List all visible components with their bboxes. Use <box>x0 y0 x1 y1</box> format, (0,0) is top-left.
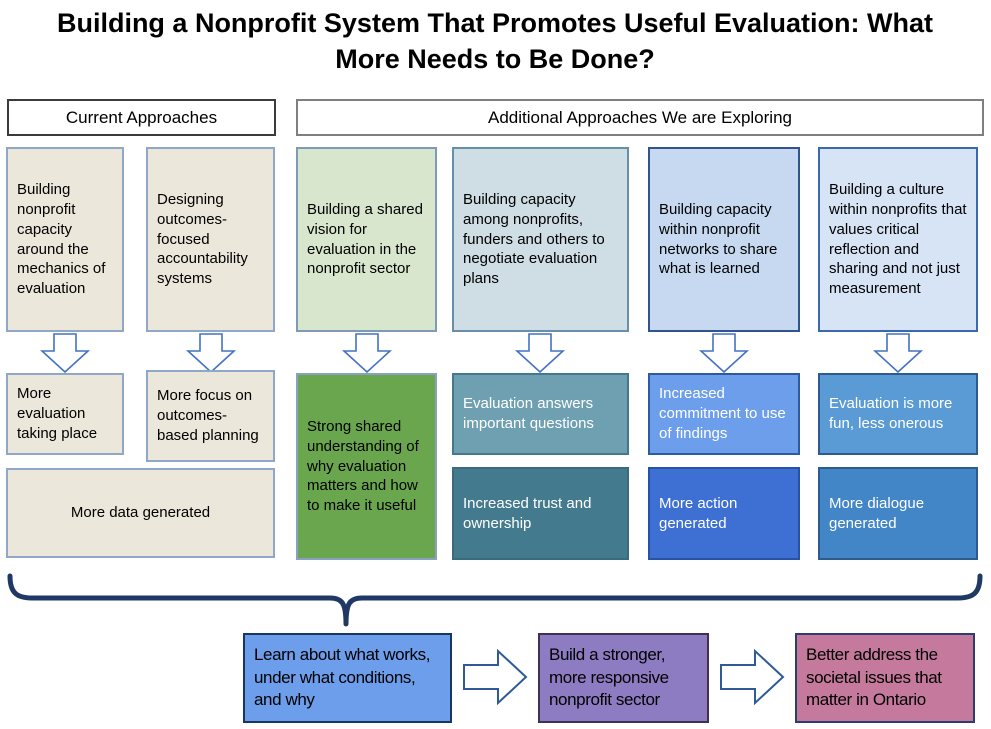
outcome-box-1: More evaluation taking place <box>6 373 124 455</box>
down-arrow-icon <box>341 333 393 373</box>
shared-outcome-text: More data generated <box>70 504 211 522</box>
outcome-box-4b: Increased trust and ownership <box>452 467 629 560</box>
flow-step-3-box: Better address the societal issues that … <box>795 633 975 723</box>
approach-text-2: Designing outcomes-focused accountabilit… <box>157 190 248 288</box>
approach-box-3: Building a shared vision for evaluation … <box>296 147 437 332</box>
right-arrow-icon <box>720 648 785 706</box>
approach-text-5: Building capacity within nonprofit netwo… <box>659 200 778 278</box>
approach-text-6: Building a culture within nonprofits tha… <box>829 180 967 298</box>
flow-step-3-text: Better address the societal issues that … <box>806 644 942 710</box>
approach-box-6: Building a culture within nonprofits tha… <box>818 147 978 332</box>
page-title: Building a Nonprofit System That Promote… <box>56 8 934 74</box>
outcome-text-3: Strong shared understanding of why evalu… <box>307 417 419 515</box>
flow-step-2-text: Build a stronger, more responsive nonpro… <box>549 644 669 710</box>
outcome-box-6: Evaluation is more fun, less onerous <box>818 373 978 455</box>
outcome-text-6: Evaluation is more fun, less onerous <box>829 395 953 432</box>
approach-text-4: Building capacity among nonprofits, fund… <box>463 190 605 288</box>
outcome-text-6b: More dialogue generated <box>829 494 925 532</box>
down-arrow-icon <box>872 333 924 373</box>
flow-step-1-box: Learn about what works, under what condi… <box>243 633 452 723</box>
outcome-text-5b: More action generated <box>659 494 738 532</box>
approach-box-2: Designing outcomes-focused accountabilit… <box>146 147 275 332</box>
shared-outcome-box: More data generated <box>6 468 275 558</box>
outcome-text-1: More evaluation taking place <box>17 385 98 442</box>
outcome-box-3: Strong shared understanding of why evalu… <box>296 373 437 560</box>
outcome-box-6b: More dialogue generated <box>818 467 978 560</box>
outcome-box-5b: More action generated <box>648 467 800 560</box>
outcome-text-5: Increased commitment to use of findings <box>659 385 786 442</box>
outcome-box-2: More focus on outcomes-based planning <box>146 370 275 462</box>
down-arrow-icon <box>514 333 566 373</box>
header-additional-label: Additional Approaches We are Exploring <box>488 107 792 127</box>
outcome-box-4: Evaluation answers important questions <box>452 373 629 455</box>
right-arrow-icon <box>463 648 528 706</box>
approach-box-5: Building capacity within nonprofit netwo… <box>648 147 800 332</box>
outcome-text-4: Evaluation answers important questions <box>463 395 594 432</box>
header-current-approaches: Current Approaches <box>7 99 276 136</box>
flow-step-1-text: Learn about what works, under what condi… <box>254 644 431 710</box>
down-arrow-icon <box>698 333 750 373</box>
header-current-label: Current Approaches <box>65 107 218 127</box>
approach-text-1: Building nonprofit capacity around the m… <box>17 180 106 298</box>
outcome-text-2: More focus on outcomes-based planning <box>157 387 259 444</box>
outcome-text-4b: Increased trust and ownership <box>463 494 592 532</box>
outcome-box-5: Increased commitment to use of findings <box>648 373 800 455</box>
curly-brace-icon <box>7 573 983 627</box>
approach-text-3: Building a shared vision for evaluation … <box>307 200 423 278</box>
flow-step-2-box: Build a stronger, more responsive nonpro… <box>538 633 709 723</box>
down-arrow-icon <box>185 333 237 373</box>
header-additional-approaches: Additional Approaches We are Exploring <box>296 99 984 136</box>
approach-box-1: Building nonprofit capacity around the m… <box>6 147 124 332</box>
approach-box-4: Building capacity among nonprofits, fund… <box>452 147 629 332</box>
down-arrow-icon <box>39 333 91 373</box>
